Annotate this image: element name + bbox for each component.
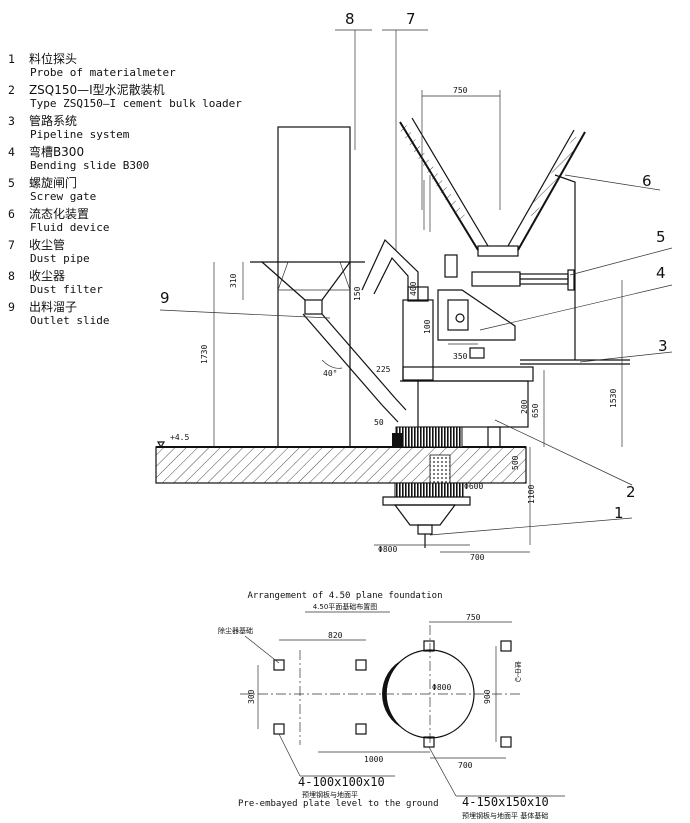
dim-800-elev: Φ800 <box>378 545 397 554</box>
legend-english: Outlet slide <box>30 314 110 327</box>
plate-big <box>423 640 435 652</box>
dust-pipe <box>361 30 419 300</box>
dim-150: 150 <box>353 286 362 301</box>
elevation-drawing: +4.5 40° <box>155 29 673 562</box>
callout-5: 5 <box>656 228 666 246</box>
legend-number: 2 <box>8 83 15 97</box>
legend-chinese: 收尘器 <box>28 269 65 283</box>
dust-filter <box>250 126 365 448</box>
legend-english: Bending slide B300 <box>30 159 150 172</box>
dim-600: Φ600 <box>464 482 483 491</box>
callout-2: 2 <box>626 483 636 501</box>
plate-big-zh: 预埋钢板与地面平 基体基础 <box>462 811 548 820</box>
plan-dim-820: 820 <box>328 631 343 640</box>
plan-dim-300: 300 <box>247 689 256 704</box>
plan-dim-700: 700 <box>458 761 473 770</box>
legend-chinese: 螺旋闸门 <box>28 176 77 190</box>
plan-dim-750: 750 <box>466 613 481 622</box>
angle-label: 40° <box>323 369 337 378</box>
loader-body <box>382 286 534 548</box>
screw-gate <box>444 254 575 291</box>
legend-english: Screw gate <box>30 190 97 203</box>
legend-number: 6 <box>8 207 15 221</box>
legend-chinese: 管路系统 <box>28 114 77 128</box>
plan-dim-900: 900 <box>483 689 492 704</box>
legend-number: 4 <box>8 145 15 159</box>
dim-350: 350 <box>453 352 468 361</box>
callout-6: 6 <box>642 172 652 190</box>
plate-small <box>273 659 285 671</box>
ground-slab <box>155 446 527 484</box>
plate-big-label: 4-150x150x10 <box>462 795 549 809</box>
dim-200: 200 <box>520 399 529 414</box>
dust-foundation-label: 除尘器基础 <box>218 626 253 635</box>
silo-cone: 750 <box>398 86 586 360</box>
plan-dim-800: Φ800 <box>432 683 451 692</box>
callout-3: 3 <box>658 337 668 355</box>
legend-english: Fluid device <box>30 221 110 234</box>
legend-english: Type ZSQ150—I cement bulk loader <box>30 97 242 110</box>
plan-view: Arrangement of 4.50 plane foundation 4.5… <box>218 591 565 820</box>
dim-310: 310 <box>229 273 238 288</box>
callout-8: 8 <box>345 10 355 28</box>
legend-chinese: 出料溜子 <box>28 300 77 314</box>
dim-225: 225 <box>376 365 391 374</box>
bending-slide: 350 <box>437 289 516 361</box>
legend-chinese: 流态化装置 <box>28 207 89 221</box>
legend-number: 1 <box>8 52 15 66</box>
center-label: 库中心 <box>514 660 522 682</box>
legend-number: 9 <box>8 300 15 314</box>
dim-500: 500 <box>511 455 520 470</box>
legend-chinese: 收尘管 <box>28 238 65 252</box>
legend-english: Probe of materialmeter <box>30 66 176 79</box>
callout-7: 7 <box>406 10 416 28</box>
plate-small-en: Pre-embayed plate level to the ground <box>238 799 438 809</box>
dim-1730: 1730 <box>200 345 209 364</box>
legend-english: Dust filter <box>30 283 103 296</box>
legend-number: 5 <box>8 176 15 190</box>
legend-chinese: 料位探头 <box>28 52 77 66</box>
plan-title-en: Arrangement of 4.50 plane foundation <box>247 591 442 601</box>
legend-number: 3 <box>8 114 15 128</box>
dim-700-elev: 700 <box>470 553 485 562</box>
legend-chinese: ZSQ150—I型水泥散装机 <box>28 83 165 97</box>
legend-number: 8 <box>8 269 15 283</box>
legend-english: Dust pipe <box>30 252 90 265</box>
callout-1: 1 <box>614 504 624 522</box>
legend-english: Pipeline system <box>30 128 130 141</box>
dim-1530: 1530 <box>609 389 618 408</box>
legend-number: 7 <box>8 238 15 252</box>
level-label: +4.5 <box>170 433 189 442</box>
plate-small-zh: 预埋钢板与地面平 <box>302 790 358 799</box>
callout-4: 4 <box>656 264 666 282</box>
dim-650: 650 <box>531 403 540 418</box>
callout-9: 9 <box>160 289 170 307</box>
plan-dim-1000: 1000 <box>364 755 383 764</box>
plate-small-label: 4-100x100x10 <box>298 775 385 789</box>
dim-100: 100 <box>423 319 432 334</box>
dim-1100: 1100 <box>527 485 536 504</box>
dim-750-top: 750 <box>453 86 468 95</box>
dim-400: 400 <box>409 281 418 296</box>
plan-title-zh: 4.50平面基础布置图 <box>313 602 378 611</box>
outlet-slide: 40° <box>302 313 407 423</box>
legend-chinese: 弯槽B300 <box>28 145 85 159</box>
level-mark <box>156 441 166 449</box>
dim-50: 50 <box>374 418 384 427</box>
